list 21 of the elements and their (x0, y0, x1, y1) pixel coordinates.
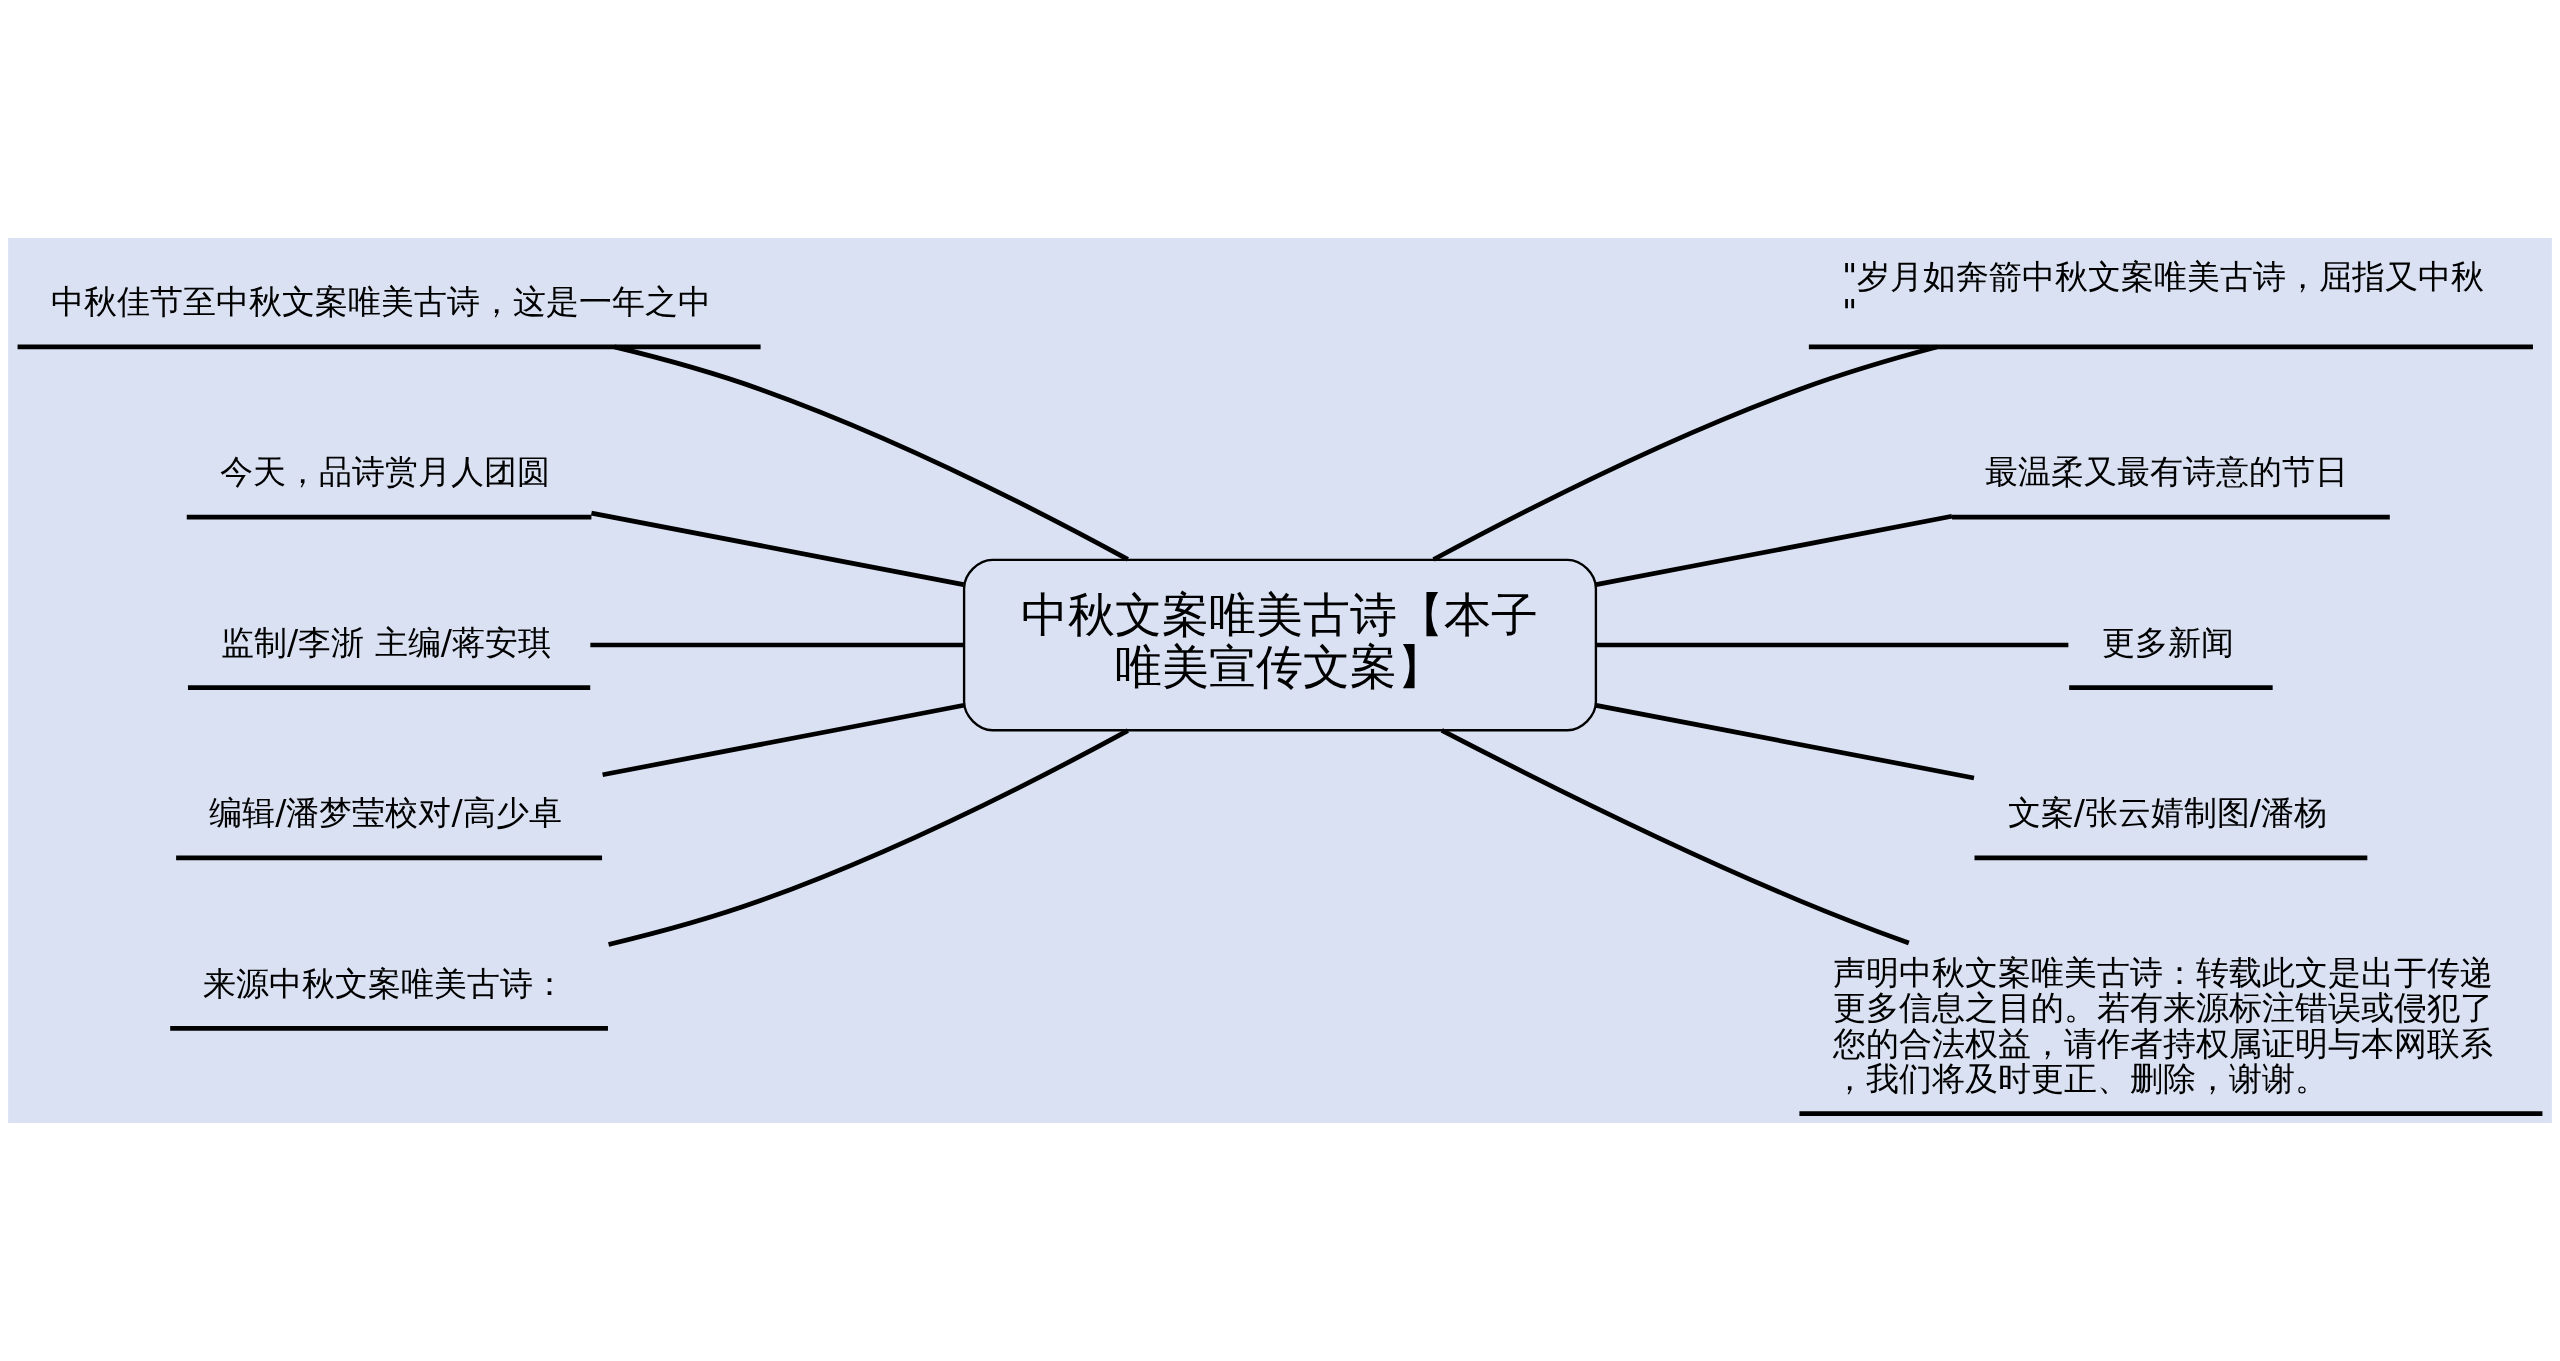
node-text: 声明中秋文案唯美古诗：转载此文是出于传递更多信息之目的。若有来源标注错误或侵犯了您的合法权益，请作者持权属证明与本网联系，我们将及时更正、删除，谢谢。 (1832, 952, 2493, 1099)
connector (1596, 642, 2069, 648)
node-text: 监制/李浙 主编/蒋安琪 (221, 622, 551, 662)
node-box: 中秋文案唯美古诗【本子唯美宣传文案】 (962, 558, 1598, 732)
node-text: 中秋佳节至中秋文案唯美古诗，这是一年之中 (50, 282, 711, 322)
connector (1440, 728, 1910, 946)
node-text: 编辑/潘梦莹校对/高少卓 (209, 793, 562, 833)
node-text: 最温柔又最有诗意的节日 (1985, 452, 2349, 492)
connector (613, 344, 1129, 562)
node-text: "岁月如奔箭中秋文案唯美古诗，屈指又中秋" (1842, 257, 2485, 332)
connector (590, 642, 964, 648)
connector (602, 702, 965, 778)
node-text: 今天，品诗赏月人团圆 (219, 452, 550, 492)
connector (1432, 344, 1938, 562)
connector (1595, 703, 1975, 781)
connector (608, 728, 1129, 947)
node-text: 文案/张云婧制图/潘杨 (2007, 793, 2327, 833)
node-text: 更多新闻 (2102, 622, 2235, 662)
connector (1595, 513, 1953, 587)
node-text: 来源中秋文案唯美古诗： (203, 963, 567, 1003)
connector (590, 510, 965, 587)
